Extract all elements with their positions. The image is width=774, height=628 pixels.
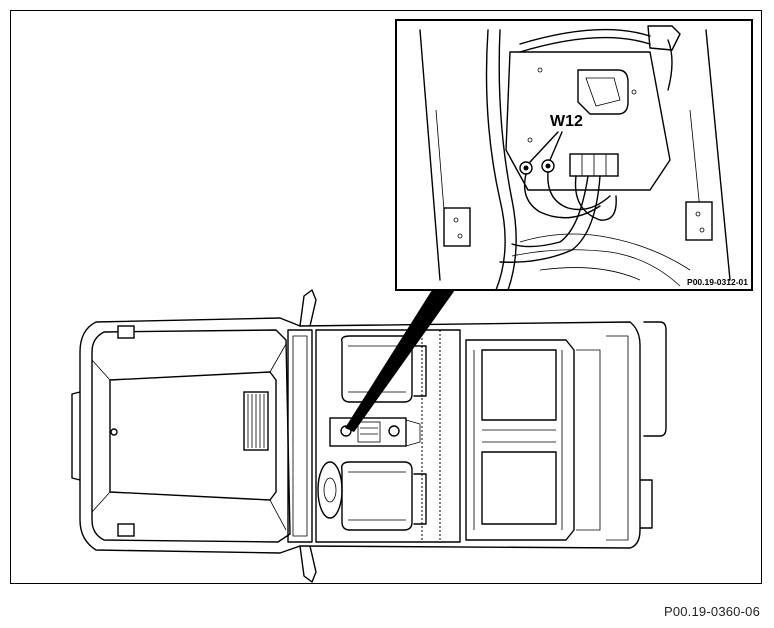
hood-vent-slats: [247, 394, 265, 448]
inset-detail: W12 P00.19-0312-01: [395, 19, 753, 291]
rear-seat-bench: [465, 339, 601, 541]
callout-label: W12: [550, 113, 583, 130]
front-seat-driver: [340, 461, 427, 531]
figure-code: P00.19-0360-06: [663, 604, 760, 619]
leader-line: [345, 290, 455, 432]
inset-code-label: P00.19-0312-01: [687, 277, 748, 287]
vehicle-top-view: [71, 289, 667, 583]
center-console: [329, 417, 421, 447]
